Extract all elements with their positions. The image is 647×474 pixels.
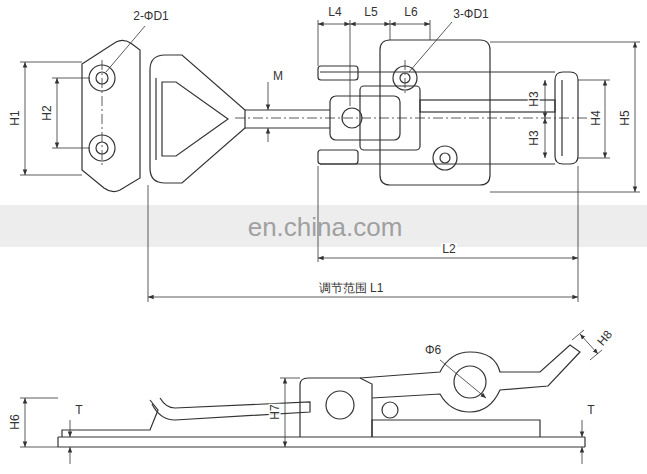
dimension-label: Φ6 [424, 344, 442, 356]
dimension-label: H3 [528, 129, 540, 146]
hole-callout: 2-ΦD1 [132, 10, 170, 22]
dimension-label: M [272, 70, 284, 82]
dimension-label: T [586, 404, 595, 416]
dimension-label: H6 [9, 413, 21, 430]
dimension-label: 调节范围 L1 [318, 282, 385, 294]
dimension-label: H3 [528, 90, 540, 107]
dimension-lines [20, 20, 640, 302]
watermark: en.china.com [247, 214, 404, 240]
dimension-label: L4 [327, 6, 342, 18]
dimension-label: H1 [9, 109, 21, 126]
dimension-label: H5 [619, 109, 631, 126]
dimension-label: H2 [41, 104, 53, 121]
dimension-label: T [74, 404, 83, 416]
dimension-label: H7 [269, 403, 281, 420]
center-lines [102, 60, 595, 166]
dimension-label: L6 [403, 6, 418, 18]
dimension-label: H4 [590, 109, 602, 126]
hole-callout: 3-ΦD1 [452, 8, 490, 20]
top-view [82, 40, 578, 192]
side-view [58, 345, 585, 447]
watermark-band [0, 205, 647, 247]
side-dimensions [20, 330, 602, 464]
dimension-label: L5 [363, 6, 378, 18]
dimension-label: L2 [441, 243, 456, 255]
dimension-label: H8 [595, 328, 615, 349]
